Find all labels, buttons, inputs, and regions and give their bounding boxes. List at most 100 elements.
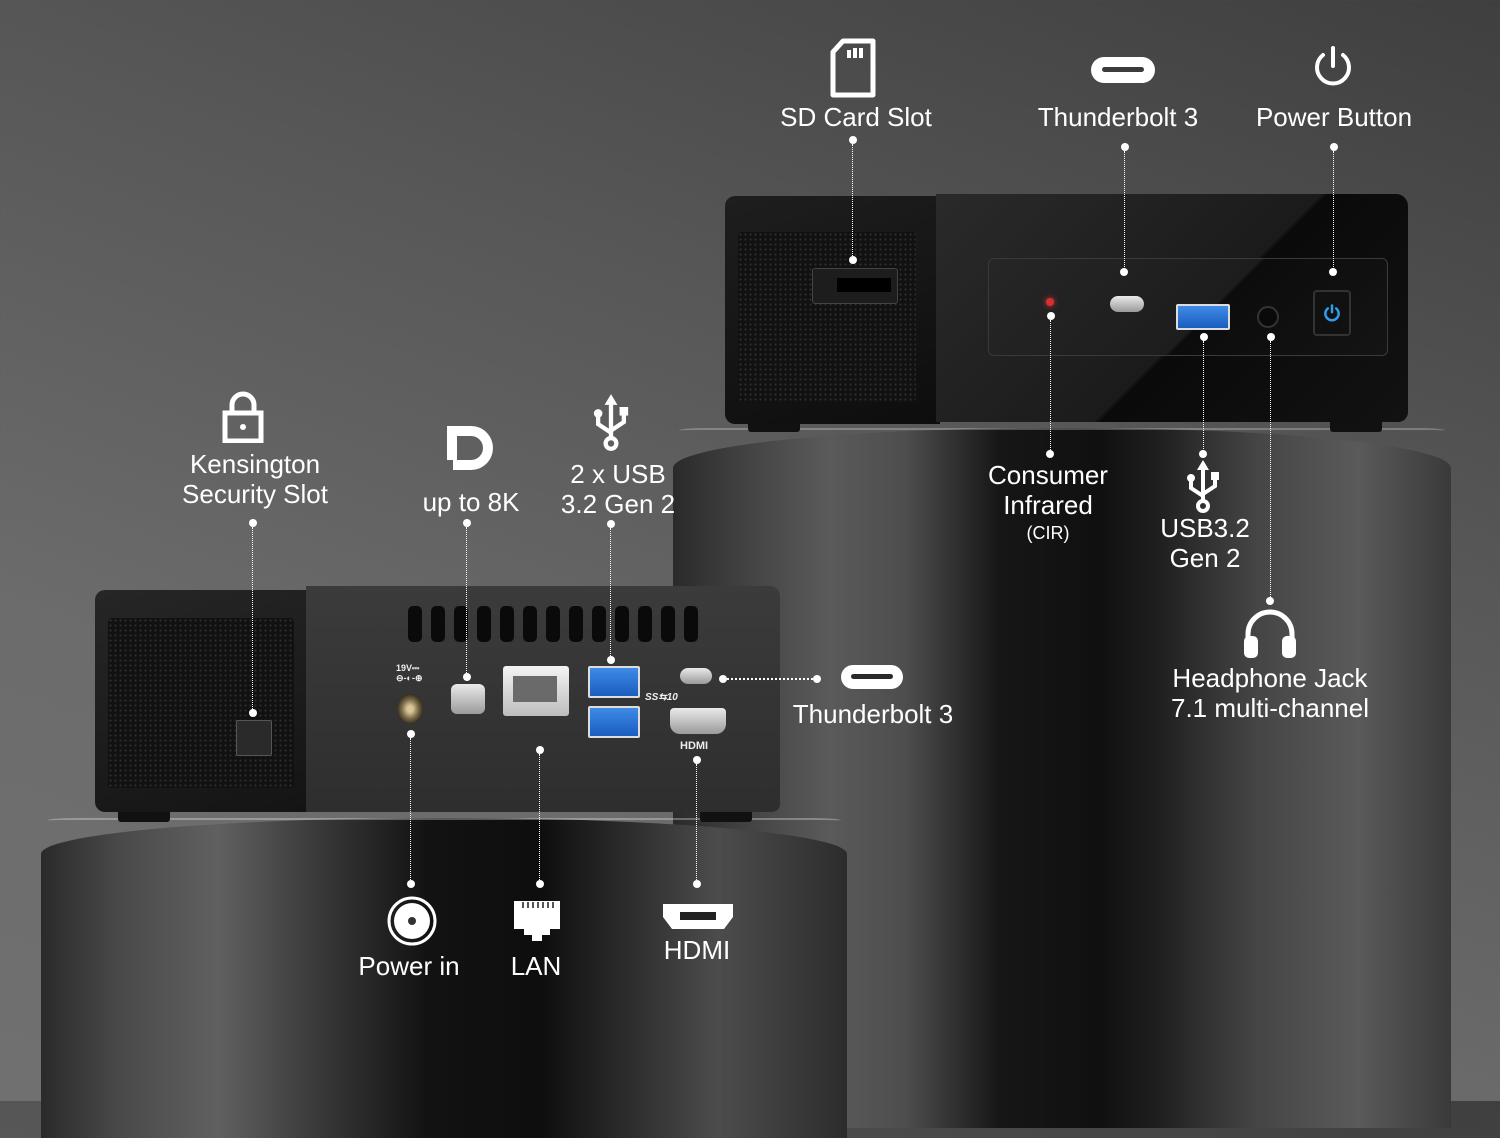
ethernet-port xyxy=(503,666,569,716)
callout-dot xyxy=(407,730,415,738)
vent-slot xyxy=(431,606,445,642)
callout-line xyxy=(252,527,253,711)
callout-dot xyxy=(1046,450,1054,458)
usb-icon xyxy=(591,392,631,452)
usb-c-icon xyxy=(1090,56,1156,84)
callout-line xyxy=(1270,341,1271,599)
callout-dot xyxy=(1121,143,1129,151)
headphone-jack-label: Headphone Jack 7.1 multi-channel xyxy=(1171,663,1369,724)
callout-dot xyxy=(407,880,415,888)
vent-slot xyxy=(615,606,629,642)
vent-slot xyxy=(684,606,698,642)
vent-slot xyxy=(661,606,675,642)
lan-label: LAN xyxy=(510,951,562,981)
vent-grille xyxy=(408,606,728,646)
callout-dot xyxy=(607,656,615,664)
headphones-icon xyxy=(1242,606,1298,660)
mini-displayport xyxy=(451,684,485,714)
callout-dot xyxy=(813,675,821,683)
usb-front-line-2: Gen 2 xyxy=(1169,542,1241,573)
callout-dot xyxy=(849,256,857,264)
cir-line-3: (CIR) xyxy=(1026,522,1070,543)
kensington-line-1: Kensington xyxy=(189,449,321,479)
vent-slot xyxy=(500,606,514,642)
callout-line xyxy=(696,764,697,882)
callout-dot xyxy=(693,880,701,888)
dc-power-jack xyxy=(397,694,423,724)
callout-dot xyxy=(1047,312,1055,320)
vent-slot xyxy=(523,606,537,642)
displayport-label: up to 8K xyxy=(422,487,520,517)
hdmi-port xyxy=(670,708,726,734)
power-led-icon xyxy=(1324,304,1340,322)
voltage-marking: 19V⎓ xyxy=(396,663,420,673)
callout-dot xyxy=(1199,450,1207,458)
headphone-line-2: 7.1 multi-channel xyxy=(1171,692,1369,723)
callout-dot xyxy=(1200,333,1208,341)
callout-line xyxy=(1050,320,1051,454)
sd-card-slot-opening[interactable] xyxy=(837,278,891,292)
sd-card-icon xyxy=(829,38,877,98)
sd-card-slot-label: SD Card Slot xyxy=(780,102,932,132)
callout-line xyxy=(1203,341,1204,453)
hdmi-logo-marking: HDMI xyxy=(680,740,709,752)
thunderbolt-port-front xyxy=(1110,296,1144,312)
usb-rear-label: 2 x USB 3.2 Gen 2 xyxy=(560,459,676,520)
usb-front-line-1: USB3.2 xyxy=(1160,513,1250,543)
thunderbolt-rear-label: Thunderbolt 3 xyxy=(792,699,954,729)
vent-slot xyxy=(638,606,652,642)
hdmi-label: HDMI xyxy=(663,935,731,965)
callout-line xyxy=(610,528,611,658)
side-mesh-grille xyxy=(108,618,294,788)
callout-line xyxy=(466,527,467,677)
usb-rear-line-1: 2 x USB xyxy=(570,459,666,489)
ethernet-port-opening xyxy=(513,676,557,702)
callout-dot xyxy=(536,880,544,888)
usb-rear-line-2: 3.2 Gen 2 xyxy=(560,488,676,519)
vent-slot xyxy=(477,606,491,642)
sd-card-reader xyxy=(812,268,898,304)
power-icon xyxy=(1310,44,1356,90)
vent-slot xyxy=(569,606,583,642)
callout-line xyxy=(410,738,411,882)
callout-dot xyxy=(1266,597,1274,605)
ir-sensor xyxy=(1046,298,1054,306)
pedestal-left xyxy=(41,818,847,1138)
polarity-marking: ⊖-◐-⊕ xyxy=(396,673,423,683)
side-mesh-grille xyxy=(738,232,916,402)
vent-slot xyxy=(454,606,468,642)
vent-slot xyxy=(592,606,606,642)
usb-front-label: USB3.2 Gen 2 xyxy=(1160,513,1250,574)
callout-line xyxy=(727,678,817,680)
power-in-label: Power in xyxy=(358,951,460,981)
callout-dot xyxy=(536,746,544,754)
callout-dot xyxy=(249,519,257,527)
ethernet-icon xyxy=(512,899,562,943)
callout-dot xyxy=(1329,268,1337,276)
callout-line xyxy=(852,144,853,260)
usb-c-icon xyxy=(840,664,904,690)
consumer-infrared-label: Consumer Infrared (CIR) xyxy=(988,460,1108,543)
callout-dot xyxy=(1120,268,1128,276)
usb-icon xyxy=(1185,458,1221,514)
cir-line-2: Infrared xyxy=(1003,489,1093,520)
usb-a-port-rear-2 xyxy=(588,706,640,738)
lock-icon xyxy=(222,391,264,443)
callout-dot xyxy=(249,709,257,717)
callout-dot xyxy=(693,756,701,764)
power-button-hardware[interactable] xyxy=(1313,290,1351,336)
displayport-icon xyxy=(445,424,499,472)
callout-dot xyxy=(463,673,471,681)
callout-line xyxy=(539,754,540,882)
hdmi-icon xyxy=(662,903,734,931)
vent-slot xyxy=(408,606,422,642)
callout-line xyxy=(1124,151,1125,271)
audio-jack xyxy=(1257,306,1279,328)
kensington-line-2: Security Slot xyxy=(182,478,328,509)
cir-line-1: Consumer xyxy=(988,460,1108,490)
callout-dot xyxy=(607,520,615,528)
thunderbolt-front-label: Thunderbolt 3 xyxy=(1037,102,1199,132)
callout-line xyxy=(1333,151,1334,269)
kensington-label: Kensington Security Slot xyxy=(182,449,328,510)
usb-a-port-front xyxy=(1176,304,1230,330)
